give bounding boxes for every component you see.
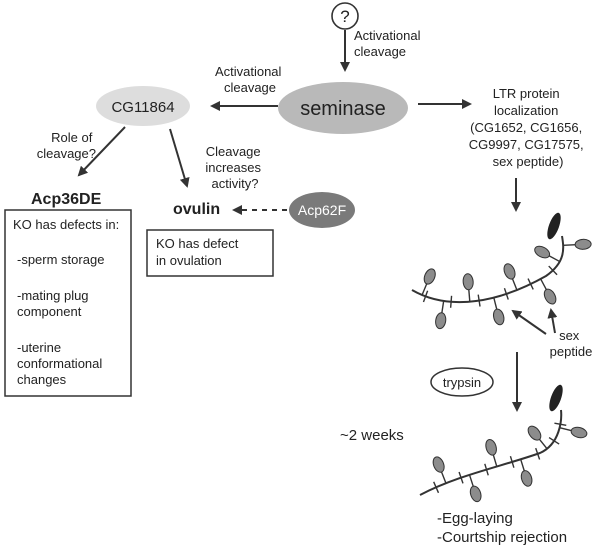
sperm-head-1: [547, 212, 561, 240]
cg11864-label: CG11864: [111, 99, 174, 116]
arrow-sex-peptide-1: [511, 309, 547, 335]
ltr-mark: [433, 481, 440, 494]
bound-protein: [423, 268, 436, 285]
unknown-activator-circle: [331, 2, 359, 30]
protein-stalk: [511, 277, 518, 291]
ltr-mark: [484, 463, 489, 476]
bound-protein: [469, 485, 482, 503]
ltr-mark: [535, 447, 541, 460]
ovulin-label: ovulin: [173, 201, 220, 218]
protein-stalk: [468, 474, 475, 488]
ltr-mark: [554, 422, 567, 426]
bound-protein: [543, 288, 557, 305]
sperm-with-sex-peptide: [411, 212, 592, 330]
sex-peptide-label: sex peptide: [550, 328, 593, 359]
protein-stalk: [492, 453, 498, 467]
acp36de-ko-box: [4, 209, 132, 397]
sperm-1-ltr-marks: [422, 265, 558, 308]
ltr-mark: [503, 287, 509, 300]
bound-protein: [462, 273, 474, 291]
bound-protein: [485, 439, 497, 456]
ovulin-ko-box: [146, 229, 274, 277]
trypsin-label: trypsin: [443, 375, 481, 390]
protein-stalk: [493, 297, 498, 311]
arrow-cg11864-to-acp36de: [77, 126, 126, 177]
bound-protein: [534, 245, 551, 259]
bound-protein: [570, 426, 588, 439]
ltr-mark: [477, 294, 481, 307]
protein-stalk: [538, 438, 548, 450]
ltr-mark: [458, 471, 464, 484]
protein-stalk: [520, 459, 526, 472]
bound-protein: [432, 456, 445, 473]
protein-stalk: [421, 282, 428, 296]
acp62f-label: Acp62F: [298, 202, 346, 218]
seminase-label: seminase: [300, 98, 386, 120]
protein-stalk: [559, 427, 573, 432]
protein-stalk: [441, 300, 445, 314]
bound-protein: [503, 263, 516, 280]
acp36de-label: Acp36DE: [31, 191, 102, 208]
trypsin-node: [430, 367, 494, 397]
bound-protein: [520, 470, 533, 487]
protein-stalk: [547, 254, 561, 263]
protein-stalk: [440, 470, 447, 484]
sperm-2-bound-proteins: [432, 425, 588, 503]
sperm-tail-2: [419, 409, 563, 496]
role-of-cleavage-label: Role of cleavage?: [37, 130, 96, 161]
cleavage-increases-activity-label: Cleavage increases activity?: [205, 144, 264, 191]
sperm-1-bound-proteins: [421, 238, 592, 330]
activational-cleavage-top-label: Activational cleavage: [354, 28, 424, 59]
protein-stalk: [540, 278, 548, 291]
ltr-mark: [422, 290, 429, 303]
sperm-after-release: [419, 384, 588, 503]
acp62f-node: [289, 192, 355, 228]
ltr-mark: [548, 265, 558, 276]
sperm-head-2: [549, 384, 563, 412]
bound-protein: [435, 312, 447, 330]
acp36de-ko-text: KO has defects in: -sperm storage -matin…: [13, 217, 123, 387]
ltr-mark: [449, 295, 453, 308]
ltr-mark: [527, 278, 534, 290]
protein-stalk: [563, 243, 577, 246]
bound-protein: [527, 425, 542, 441]
ltr-mark: [509, 455, 515, 468]
arrow-sex-peptide-2: [547, 308, 558, 334]
activational-cleavage-left-label: Activational cleavage: [215, 64, 285, 95]
ltr-mark: [548, 436, 560, 445]
unknown-activator-label: ?: [340, 7, 349, 26]
ovulin-ko-text: KO has defect in ovulation: [156, 236, 242, 268]
ltr-localization-label: LTR protein localization (CG1652, CG1656…: [469, 86, 588, 169]
outcomes-label: -Egg-laying -Courtship rejection: [437, 510, 567, 546]
sperm-tail-1: [411, 235, 565, 304]
seminase-node: [278, 82, 408, 134]
arrow-cg11864-to-ovulin: [169, 128, 190, 188]
bound-protein: [492, 308, 505, 326]
cg11864-node: [96, 86, 190, 126]
protein-stalk: [468, 288, 471, 302]
two-weeks-label: ~2 weeks: [340, 427, 404, 444]
bound-protein: [574, 238, 592, 250]
sperm-2-ltr-marks: [433, 422, 567, 494]
